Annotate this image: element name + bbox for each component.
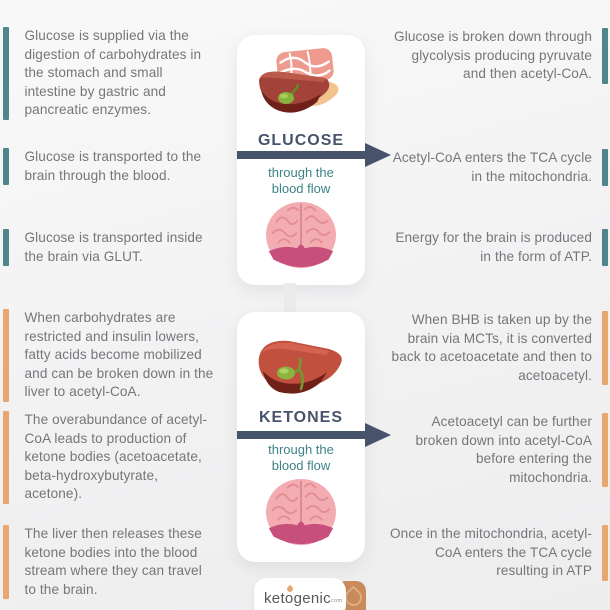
digestive-system-illustration xyxy=(259,48,339,113)
text-block: When carbohydrates are restricted and in… xyxy=(3,309,218,402)
text-block: Glucose is supplied via the digestion of… xyxy=(3,27,218,120)
accent-bar xyxy=(602,229,608,266)
accent-bar xyxy=(3,148,9,185)
block-text: When BHB is taken up by the brain via MC… xyxy=(391,312,592,383)
text-block: The overabundance of acetyl-CoA leads to… xyxy=(3,411,218,504)
accent-bar xyxy=(3,309,9,402)
accent-bar xyxy=(3,27,9,120)
glucose-subtitle: through the blood flow xyxy=(268,165,334,196)
brain-illustration xyxy=(266,478,336,546)
card-connector xyxy=(284,283,296,314)
text-block: The liver then releases these ketone bod… xyxy=(3,525,218,599)
text-block: Acetoacetyl can be further broken down i… xyxy=(388,413,608,487)
text-block: Glucose is transported to the brain thro… xyxy=(3,148,218,185)
block-text: Glucose is transported inside the brain … xyxy=(24,230,203,264)
logo-tld: com xyxy=(330,597,343,604)
accent-bar xyxy=(602,311,608,385)
text-block: When BHB is taken up by the brain via MC… xyxy=(388,311,608,385)
block-text: Once in the mitochondria, acetyl-CoA ent… xyxy=(390,526,593,578)
block-text: When carbohydrates are restricted and in… xyxy=(24,310,214,399)
accent-bar xyxy=(3,525,9,599)
accent-bar xyxy=(602,28,608,84)
block-text: Acetyl-CoA enters the TCA cycle in the m… xyxy=(392,150,592,184)
ketones-title: KETONES xyxy=(258,409,344,426)
glucose-card: GLUCOSE through the blood flow xyxy=(237,35,365,285)
block-text: Acetoacetyl can be further broken down i… xyxy=(415,414,592,485)
block-text: Glucose is transported to the brain thro… xyxy=(24,149,202,183)
accent-bar xyxy=(602,149,608,186)
brain-illustration xyxy=(266,201,336,269)
arrow-head xyxy=(365,423,391,447)
block-text: Glucose is supplied via the digestion of… xyxy=(24,28,202,117)
accent-bar xyxy=(602,413,608,487)
arrow-head xyxy=(365,143,391,167)
glucose-title: GLUCOSE xyxy=(257,132,345,149)
glucose-flow-arrow-icon xyxy=(237,143,391,167)
accent-bar xyxy=(3,411,9,504)
ketones-subtitle: through the blood flow xyxy=(268,442,334,473)
liver-illustration xyxy=(258,340,342,394)
accent-bar xyxy=(3,229,9,266)
accent-bar xyxy=(602,525,608,581)
text-block: Glucose is transported inside the brain … xyxy=(3,229,218,266)
arrow-shaft xyxy=(237,431,366,439)
block-text: The liver then releases these ketone bod… xyxy=(24,526,202,597)
text-block: Acetyl-CoA enters the TCA cycle in the m… xyxy=(388,149,608,186)
text-block: Energy for the brain is produced in the … xyxy=(388,229,608,266)
text-block: Once in the mitochondria, acetyl-CoA ent… xyxy=(388,525,608,581)
text-block: Glucose is broken down through glycolysi… xyxy=(388,28,608,84)
arrow-shaft xyxy=(237,151,366,159)
block-text: Energy for the brain is produced in the … xyxy=(395,230,592,264)
block-text: Glucose is broken down through glycolysi… xyxy=(394,29,592,81)
ketones-flow-arrow-icon xyxy=(237,423,391,447)
block-text: The overabundance of acetyl-CoA leads to… xyxy=(24,412,208,501)
